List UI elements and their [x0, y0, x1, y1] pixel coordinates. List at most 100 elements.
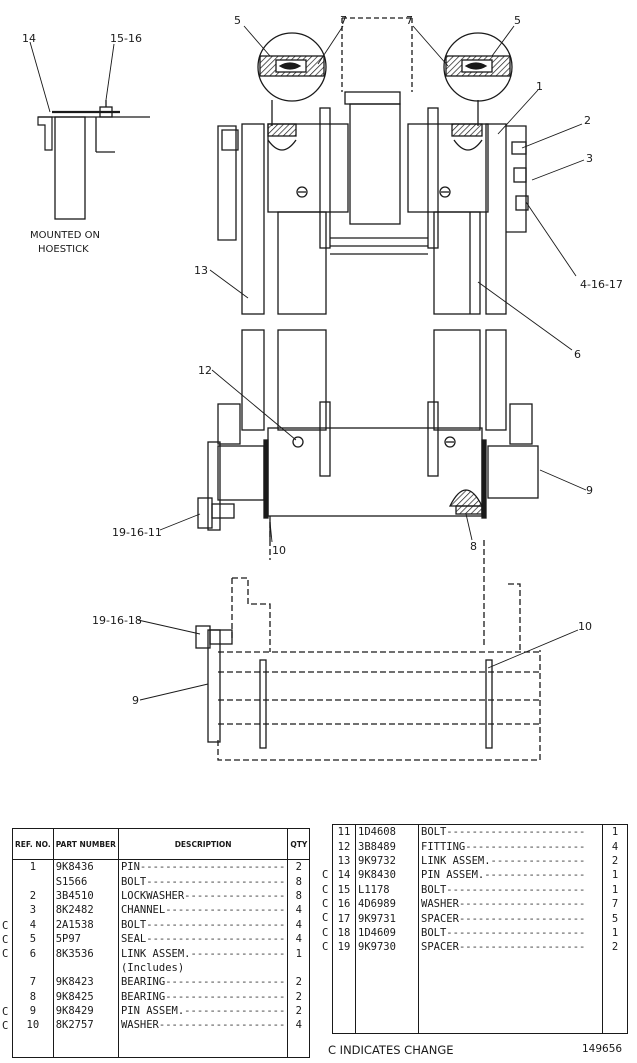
part-number-cell: 4D6989 — [355, 896, 419, 912]
quantity-cell: 2 — [295, 990, 302, 1003]
drawing-number: 149656 — [582, 1043, 623, 1055]
description-cell: BOLT---------------------- — [118, 874, 289, 889]
quantity-cell: 1 — [295, 947, 302, 960]
quantity-cell: 4 — [295, 933, 302, 946]
ref-cell: 12 — [332, 839, 356, 854]
part-number-cell: 9K8425 — [53, 989, 119, 1004]
part-number-cell: 2A1538 — [53, 917, 119, 932]
part-number-cell: 8K3536 — [53, 946, 119, 961]
part-number-cell: 9K8430 — [355, 868, 419, 883]
callout-19-16-11: 19-16-11 — [112, 526, 162, 539]
quantity-cell: 1 — [611, 826, 619, 839]
callout-8: 8 — [470, 540, 477, 553]
description-cell: LINK ASSEM.--------------- — [118, 946, 289, 961]
description-cell: SPACER-------------------- — [418, 940, 603, 955]
ref-cell: 13 — [332, 853, 356, 869]
header-desc: DESCRIPTION — [117, 828, 289, 860]
description-cell: FITTING------------------- — [418, 839, 603, 854]
part-number-cell: 5P97 — [53, 931, 119, 947]
callout-4-16-17: 4-16-17 — [580, 278, 623, 291]
description-cell: PIN ASSEM.---------------- — [418, 868, 603, 883]
description-cell: BEARING------------------- — [118, 975, 289, 990]
seal-detail-right — [443, 32, 513, 126]
change-marker: C — [322, 869, 329, 882]
part-number-cell: 9K9730 — [355, 940, 419, 955]
ref-cell — [12, 960, 54, 976]
description-cell: LOCKWASHER---------------- — [118, 888, 289, 904]
table-row: (Includes) — [12, 960, 310, 976]
description-cell: CHANNEL------------------- — [118, 903, 289, 918]
quantity-cell: 2 — [295, 861, 302, 874]
change-marker: C — [322, 912, 329, 925]
change-marker: C — [322, 926, 329, 939]
parts-diagram: 5 7 7 5 1 2 3 4-16-17 6 13 12 9 19-16-11… — [22, 14, 623, 761]
ref-cell: 8 — [12, 989, 54, 1004]
ref-cell: 18 — [332, 925, 356, 941]
part-number-cell — [53, 960, 119, 976]
part-number-cell: S1566 — [53, 874, 119, 889]
ref-cell: 9 — [12, 1003, 54, 1019]
callout-19-16-18: 19-16-18 — [92, 614, 142, 627]
quantity-cell: 1 — [611, 926, 619, 939]
table-filler — [332, 954, 628, 1034]
description-cell: PIN----------------------- — [118, 859, 289, 875]
quantity-cell: 4 — [295, 904, 302, 917]
part-number-cell: 9K9732 — [355, 853, 419, 869]
description-cell: SPACER-------------------- — [418, 911, 603, 926]
upper-link-assembly — [217, 91, 529, 315]
callout-2: 2 — [584, 114, 591, 127]
quantity-cell: 8 — [295, 875, 302, 888]
callout-6: 6 — [574, 348, 581, 361]
part-number-cell: 8K2757 — [53, 1018, 119, 1033]
ref-cell — [12, 874, 54, 889]
quantity-cell: 4 — [611, 840, 619, 853]
description-cell: SEAL---------------------- — [118, 931, 289, 947]
change-marker: C — [2, 919, 9, 932]
quantity-cell: 5 — [611, 912, 619, 925]
callout-5-right: 5 — [514, 14, 521, 27]
callout-15-16: 15-16 — [110, 32, 142, 45]
description-cell: BOLT---------------------- — [418, 882, 603, 897]
header-part: PART NUMBER — [52, 828, 119, 860]
callout-10-lower: 10 — [578, 620, 592, 633]
change-marker: C — [322, 898, 329, 910]
change-marker: C — [2, 1020, 9, 1033]
ref-cell: 10 — [12, 1018, 54, 1033]
ref-cell: 3 — [12, 903, 54, 918]
description-cell: LINK ASSEM.--------------- — [418, 853, 603, 869]
part-number-cell: 9K8436 — [53, 859, 119, 875]
callout-7-left: 7 — [340, 14, 347, 27]
quantity-cell: 7 — [611, 898, 619, 911]
part-number-cell: 1D4609 — [355, 925, 419, 941]
ref-cell: 7 — [12, 975, 54, 990]
ref-cell: 1 — [12, 859, 54, 875]
quantity-cell: 2 — [611, 941, 619, 954]
ref-cell: 4 — [12, 917, 54, 932]
mounted-label-line2: HOESTICK — [38, 244, 89, 255]
part-number-cell: 9K9731 — [355, 911, 419, 926]
part-number-cell: 8K2482 — [53, 903, 119, 918]
mounted-label-line1: MOUNTED ON — [30, 230, 100, 241]
description-cell: WASHER-------------------- — [118, 1018, 289, 1033]
description-cell: WASHER-------------------- — [418, 896, 603, 912]
callout-5-left: 5 — [234, 14, 241, 27]
part-number-cell: 3B8489 — [355, 839, 419, 854]
change-marker: C — [322, 941, 329, 954]
part-number-cell: 9K8423 — [53, 975, 119, 990]
quantity-cell: 4 — [295, 1019, 302, 1032]
